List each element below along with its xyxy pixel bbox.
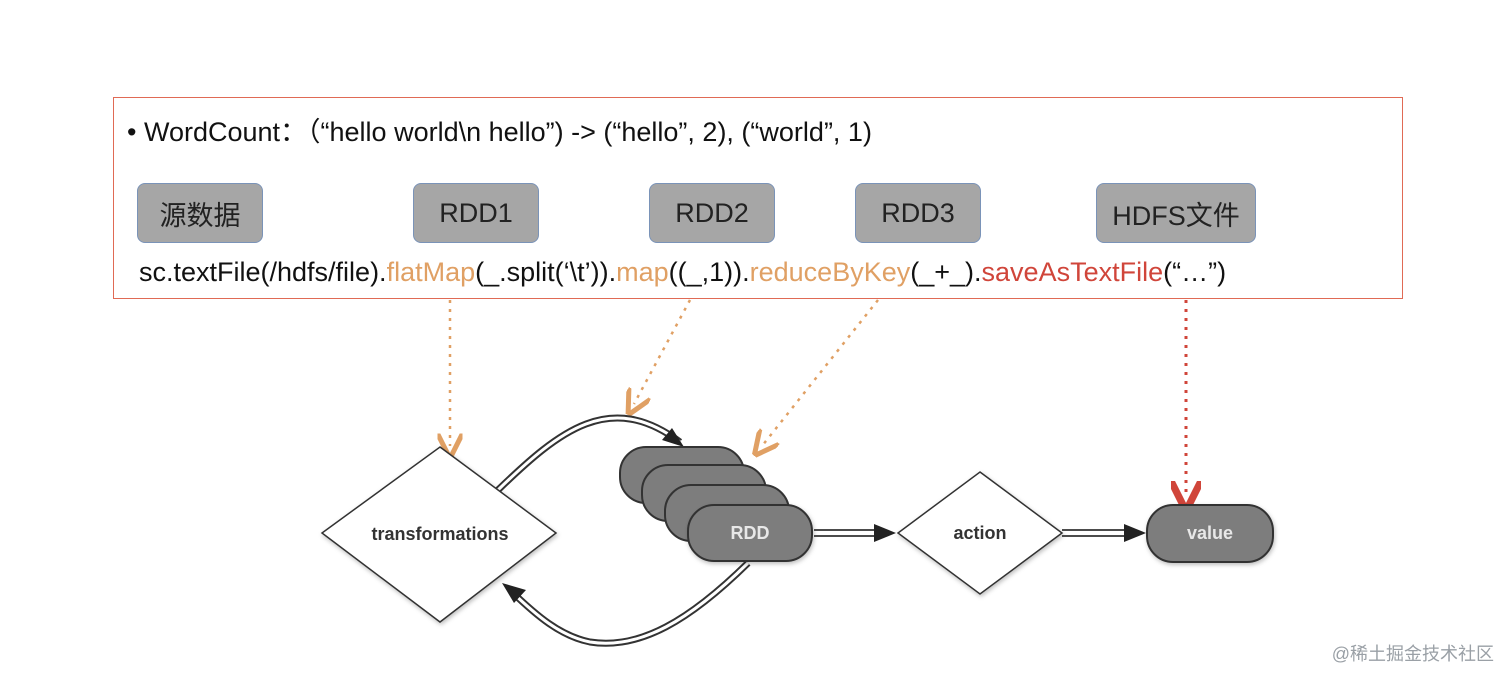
stage-rdd2: RDD2 bbox=[649, 183, 775, 243]
watermark: @稀土掘金技术社区 bbox=[1331, 644, 1494, 664]
op-flatmap: flatMap bbox=[386, 257, 476, 287]
transformations-label: transformations bbox=[371, 524, 508, 544]
stage-hdfs-file: HDFS文件 bbox=[1096, 183, 1256, 243]
code-arg2: ((_,1)). bbox=[668, 257, 750, 287]
op-map: map bbox=[616, 257, 669, 287]
value-pill bbox=[1146, 504, 1274, 563]
code-frame bbox=[113, 97, 1403, 299]
code-arg1: (_.split(‘\t’)). bbox=[475, 257, 617, 287]
bullet: • bbox=[127, 117, 137, 147]
rdd-pill-front bbox=[687, 504, 813, 562]
rdd-label: RDD bbox=[731, 523, 770, 543]
action-diamond bbox=[896, 471, 1064, 595]
code-prefix: sc.textFile(/hdfs/file). bbox=[139, 257, 387, 287]
heading-text: WordCount：（“hello world\n hello”) -> (“h… bbox=[143, 117, 872, 147]
value-label: value bbox=[1187, 523, 1233, 543]
transformations-diamond bbox=[320, 446, 558, 623]
code-arg4: (“…”) bbox=[1163, 257, 1227, 287]
arrow-action-to-value bbox=[1062, 524, 1146, 542]
stage-rdd3: RDD3 bbox=[855, 183, 981, 243]
arrow-rdd-to-action bbox=[814, 524, 896, 542]
stage-rdd1: RDD1 bbox=[413, 183, 539, 243]
code-arg3: (_+_). bbox=[910, 257, 982, 287]
wordcount-heading: • WordCount：（“hello world\n hello”) -> (… bbox=[127, 110, 872, 149]
curve-to-rdd bbox=[495, 414, 684, 493]
dotted-arrow-reducebykey bbox=[762, 299, 879, 446]
op-saveastextfile: saveAsTextFile bbox=[981, 257, 1164, 287]
code-line: sc.textFile(/hdfs/file).flatMap(_.split(… bbox=[139, 257, 1226, 288]
op-reducebykey: reduceByKey bbox=[749, 257, 911, 287]
curve-to-transformations bbox=[502, 560, 751, 647]
stage-source-data: 源数据 bbox=[137, 183, 263, 243]
action-label: action bbox=[953, 523, 1006, 543]
rdd-stack: RDD bbox=[619, 446, 813, 562]
dotted-arrow-map bbox=[634, 299, 692, 404]
